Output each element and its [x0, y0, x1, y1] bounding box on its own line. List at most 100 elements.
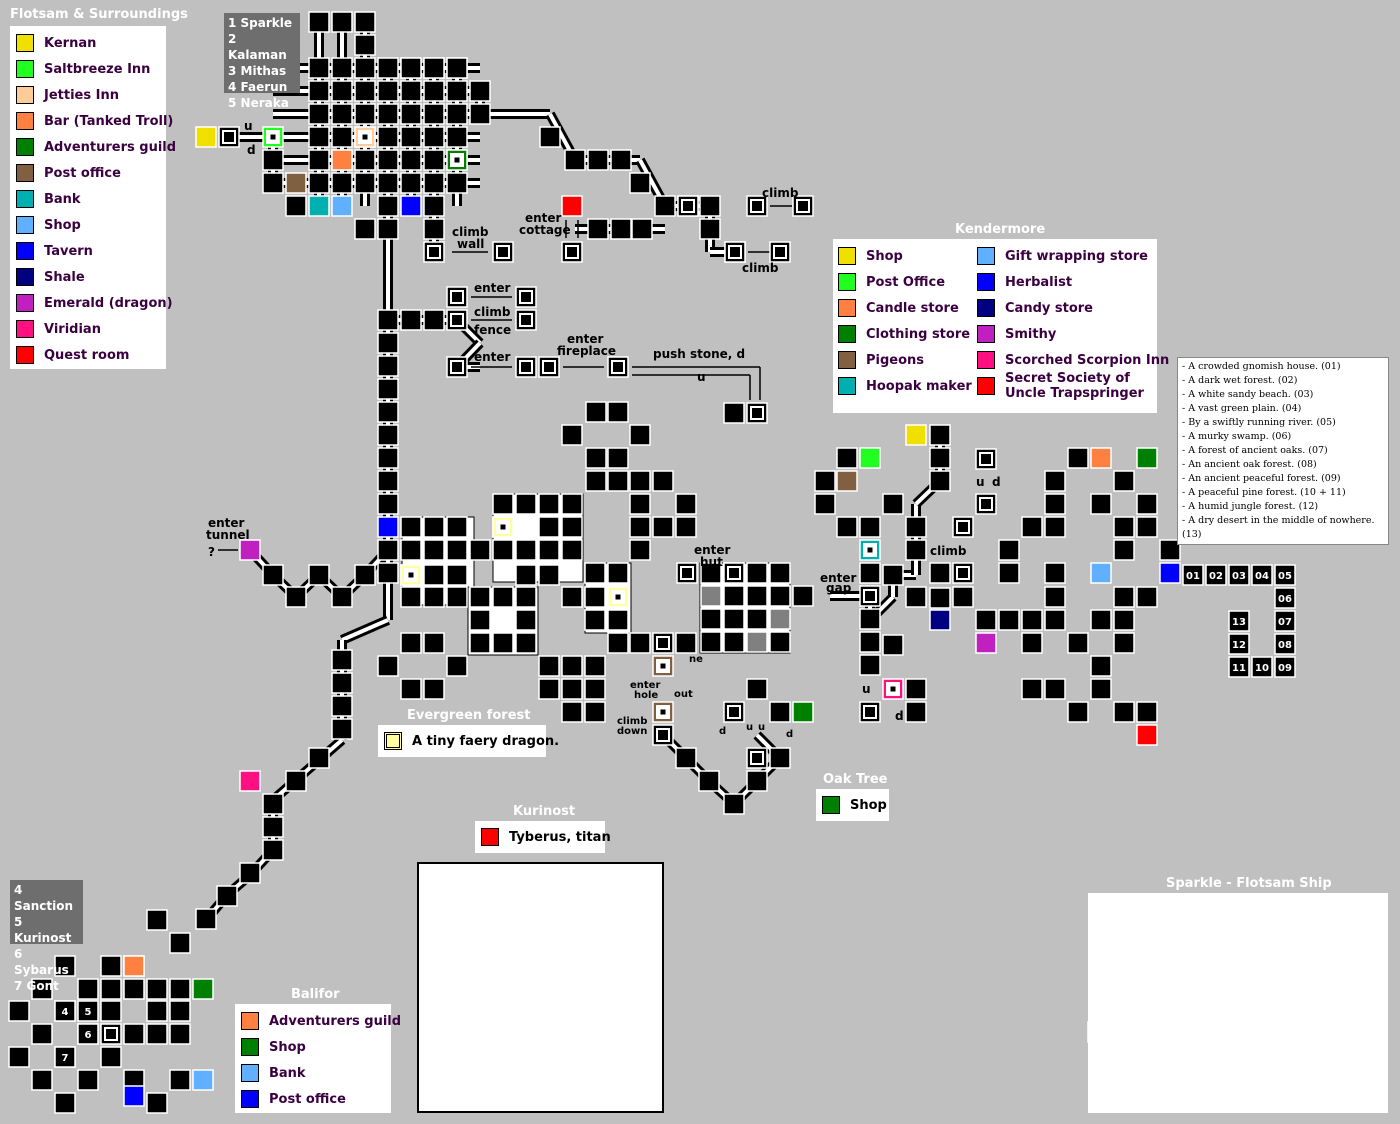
map-label: ne [689, 654, 703, 665]
map-room [285, 172, 307, 194]
map-room [998, 562, 1020, 584]
map-room [1228, 656, 1250, 678]
map-room [699, 195, 721, 217]
map-room [700, 631, 722, 653]
map-room [1228, 564, 1250, 586]
legend-swatch [16, 294, 34, 312]
map-room [1090, 493, 1112, 515]
map-room [746, 631, 768, 653]
map-room [377, 447, 399, 469]
exit-label: 5 Kurinost [14, 915, 72, 945]
exit-label: 4 Sanction [14, 883, 74, 913]
map-room [446, 126, 468, 148]
legend-label: Post office [269, 1091, 346, 1107]
map-room [1274, 633, 1296, 655]
map-room [123, 978, 145, 1000]
map-room [400, 539, 422, 561]
legend-swatch [838, 247, 856, 265]
map-room [1067, 632, 1089, 654]
map-room [1136, 493, 1158, 515]
legend-item: Bank [241, 1060, 385, 1086]
map-room [377, 126, 399, 148]
map-room [1113, 539, 1135, 561]
map-room [769, 631, 791, 653]
room-number: 09 [1278, 663, 1292, 674]
map-label: down [617, 726, 647, 737]
map-room [905, 539, 927, 561]
map-room [1113, 470, 1135, 492]
map-room [308, 195, 330, 217]
map-room [308, 103, 330, 125]
map-room [400, 309, 422, 331]
ship-title: Sparkle - Flotsam Ship [1166, 876, 1332, 891]
legend-swatch [16, 268, 34, 286]
map-room [492, 539, 514, 561]
legend-item: Adventurers guild [241, 1008, 401, 1034]
map-room [285, 770, 307, 792]
exit-label: 3 Mithas [228, 64, 287, 78]
room-description-list: - A crowded gnomish house. (01)- A dark … [1177, 357, 1389, 545]
map-room [836, 447, 858, 469]
map-label: enter [525, 211, 562, 225]
map-room [1090, 447, 1112, 469]
legend-label: Gift wrapping store [1005, 248, 1148, 264]
map-label: u [746, 722, 753, 733]
map-room [1136, 447, 1158, 469]
map-label: fireplace [557, 344, 616, 358]
legend-label: Candle store [866, 300, 959, 316]
map-room [331, 195, 353, 217]
legend-label: Candy store [1005, 300, 1093, 316]
legend-label-line2: Uncle Trapspringer [1005, 386, 1144, 401]
map-room [538, 539, 560, 561]
map-room [1274, 564, 1296, 586]
map-room [262, 839, 284, 861]
map-room [492, 493, 514, 515]
map-room [446, 564, 468, 586]
map-room [354, 80, 376, 102]
legend-item: Shop [16, 212, 160, 238]
map-room [561, 701, 583, 723]
legend-label: Post office [44, 165, 121, 181]
map-room [308, 564, 330, 586]
map-room [929, 470, 951, 492]
map-room [859, 631, 881, 653]
legend-label: Viridian [44, 321, 101, 337]
map-room [629, 470, 651, 492]
room-number: 6 [85, 1030, 92, 1041]
map-room [377, 401, 399, 423]
room-description: - A murky swamp. (06) [1182, 431, 1292, 442]
map-room [446, 586, 468, 608]
map-room [929, 609, 951, 631]
map-room [1021, 516, 1043, 538]
map-room [400, 149, 422, 171]
map-room [675, 493, 697, 515]
legend-label: Smithy [1005, 326, 1057, 342]
map-room [1205, 564, 1227, 586]
map-room [100, 1000, 122, 1022]
map-room [1274, 656, 1296, 678]
map-room [331, 718, 353, 740]
evergreen-swatch [384, 732, 402, 750]
map-room [723, 402, 745, 424]
map-room [769, 608, 791, 630]
map-room [377, 470, 399, 492]
map-room [607, 632, 629, 654]
map-room [1274, 610, 1296, 632]
map-room [54, 1092, 76, 1114]
map-room [169, 1069, 191, 1091]
map-label: hut [700, 555, 723, 569]
map-room [882, 493, 904, 515]
legend-label: Bank [269, 1065, 306, 1081]
map-room [699, 218, 721, 240]
map-room [538, 564, 560, 586]
map-room [377, 57, 399, 79]
map-room [8, 1046, 30, 1068]
map-room [331, 57, 353, 79]
map-room [469, 103, 491, 125]
map-label: gap [826, 581, 852, 595]
legend-swatch [241, 1064, 259, 1082]
map-room [746, 678, 768, 700]
map-room [975, 609, 997, 631]
legend-label: Saltbreeze Inn [44, 61, 151, 77]
